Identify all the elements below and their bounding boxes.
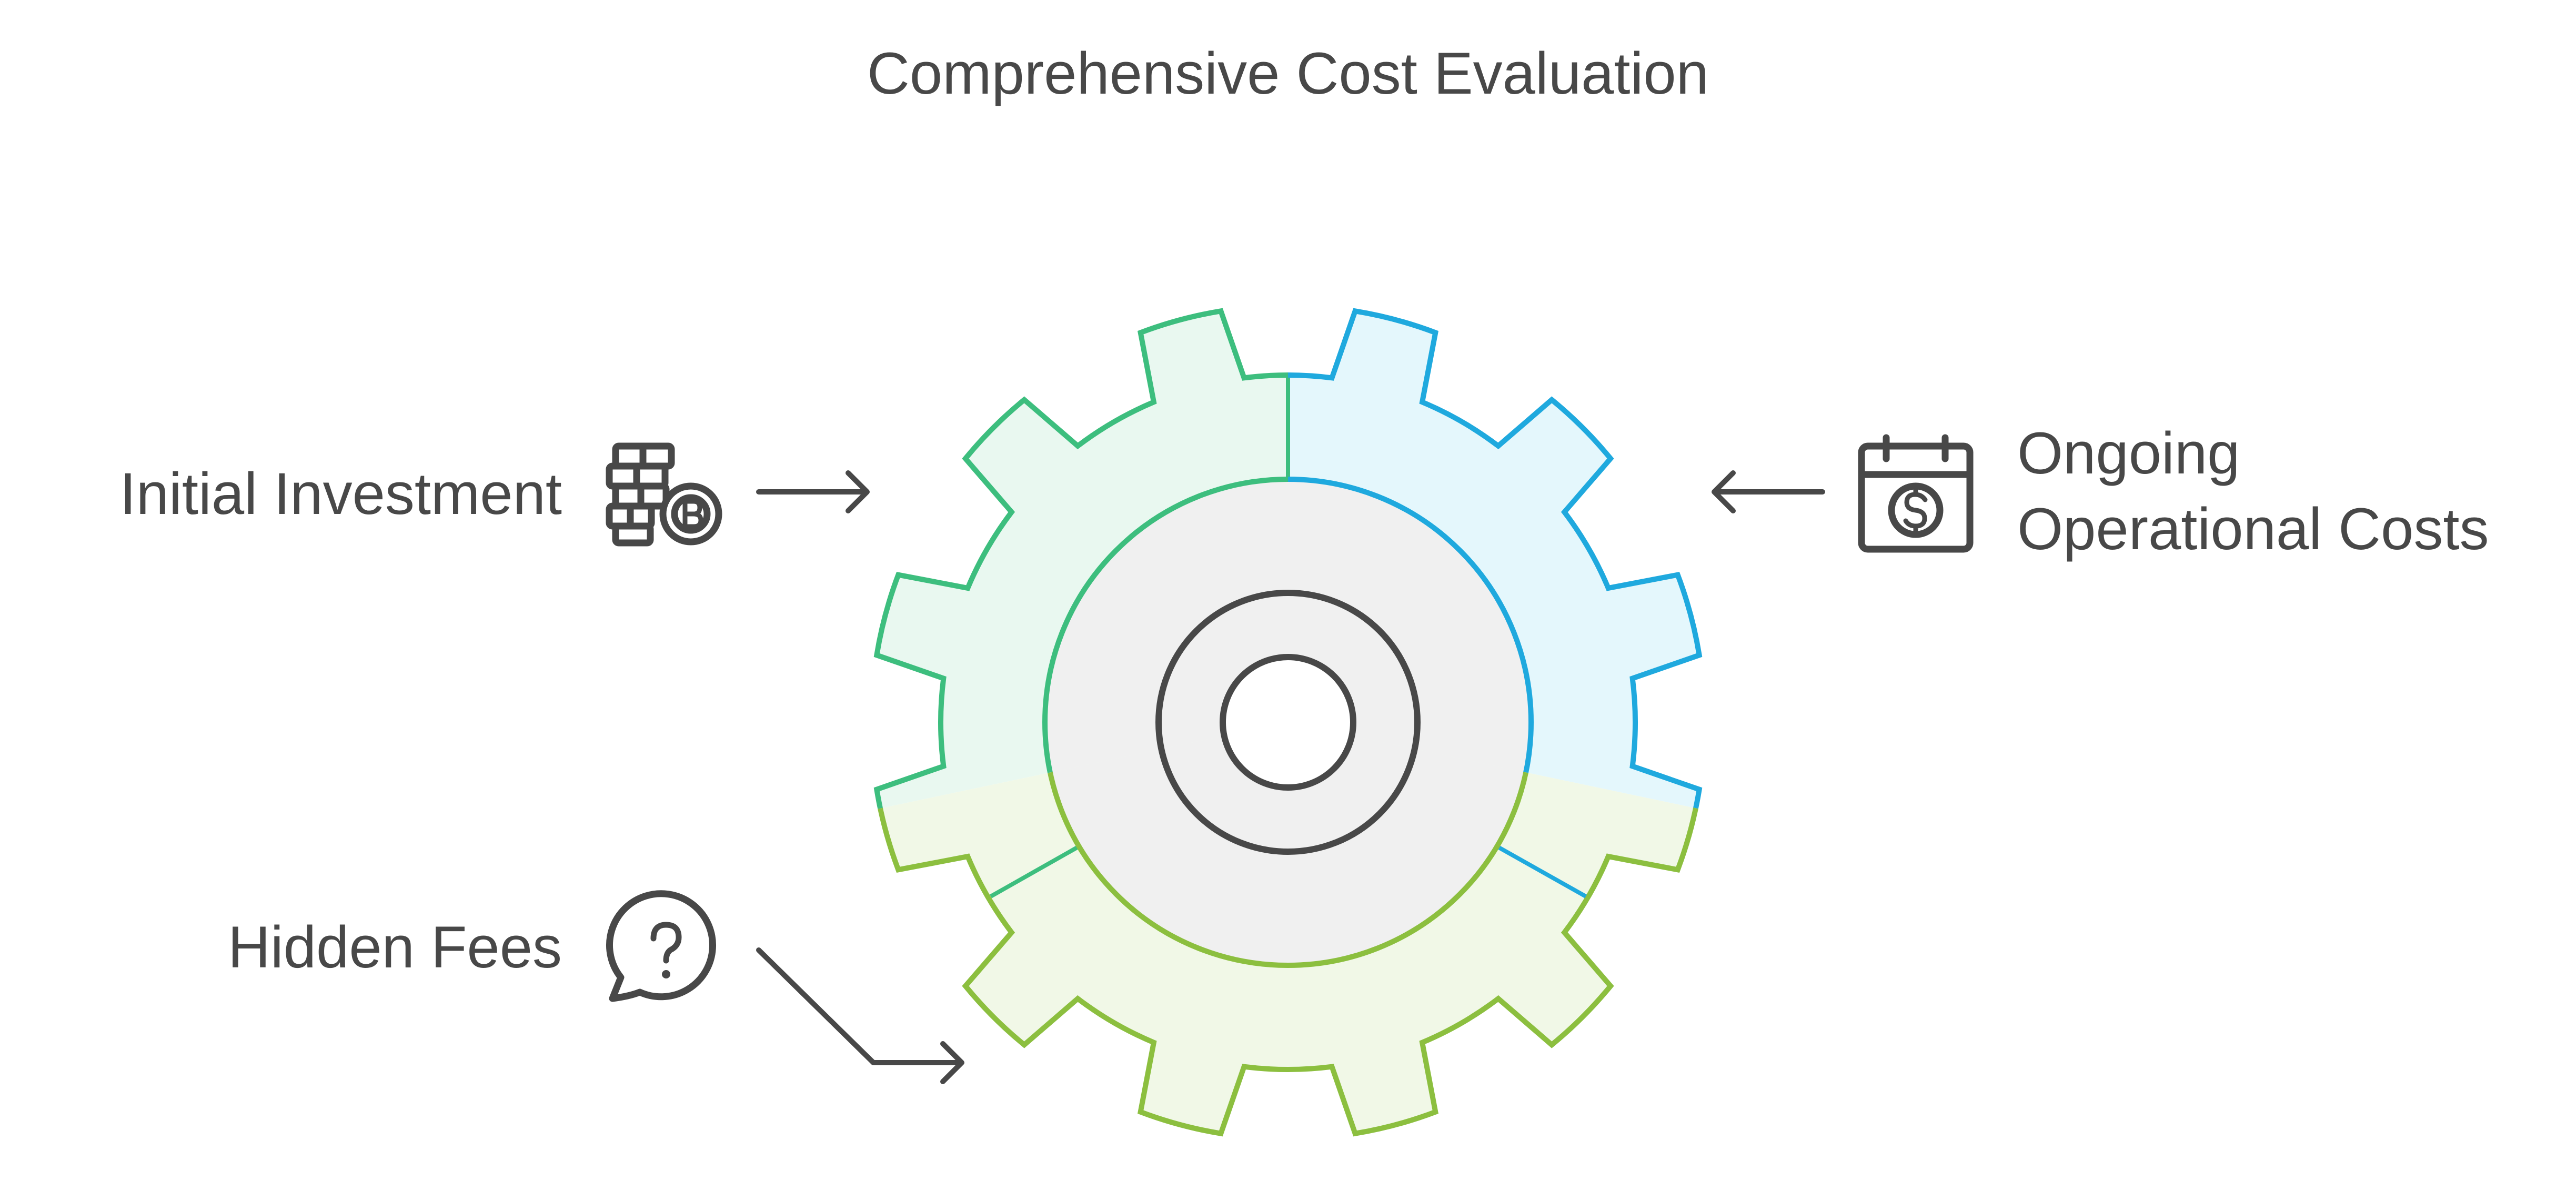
gear bbox=[873, 308, 1703, 1137]
gear-outline-initial-investment bbox=[873, 308, 1288, 894]
gear-segment-hidden-fees bbox=[877, 722, 1699, 1134]
gear-divider-left bbox=[990, 845, 1079, 899]
label-operational-costs-text: Operational Costs bbox=[2017, 496, 2489, 562]
gear-hub bbox=[1042, 477, 1534, 968]
calendar-dollar-icon bbox=[1858, 434, 1974, 553]
arrow-initial-investment bbox=[756, 470, 870, 513]
label-hidden-fees-text: Hidden Fees bbox=[228, 914, 562, 980]
coins-bitcoin-icon bbox=[606, 442, 722, 547]
arrow-ongoing-operational-costs bbox=[1712, 470, 1825, 513]
label-ongoing-operational-costs: Ongoing Operational Costs bbox=[2017, 420, 2489, 562]
gear-divider-right bbox=[1497, 845, 1587, 899]
gear-inner-ring bbox=[1155, 590, 1421, 855]
label-initial-investment: Initial Investment bbox=[120, 461, 562, 527]
gear-center-hole bbox=[1220, 654, 1356, 791]
gear-outline-ongoing-operational-costs bbox=[1288, 308, 1703, 894]
label-ongoing-text: Ongoing bbox=[2017, 420, 2240, 486]
label-initial-investment-text: Initial Investment bbox=[120, 461, 562, 527]
gear-outline-hidden-fees bbox=[873, 722, 1703, 1137]
label-hidden-fees: Hidden Fees bbox=[228, 914, 562, 980]
question-bubble-icon bbox=[606, 890, 717, 1002]
arrow-hidden-fees bbox=[756, 947, 964, 1084]
gear-segment-ongoing-operational-costs bbox=[1288, 311, 1699, 894]
diagram-title: Comprehensive Cost Evaluation bbox=[867, 41, 1709, 106]
gear-segment-initial-investment bbox=[877, 311, 1288, 894]
